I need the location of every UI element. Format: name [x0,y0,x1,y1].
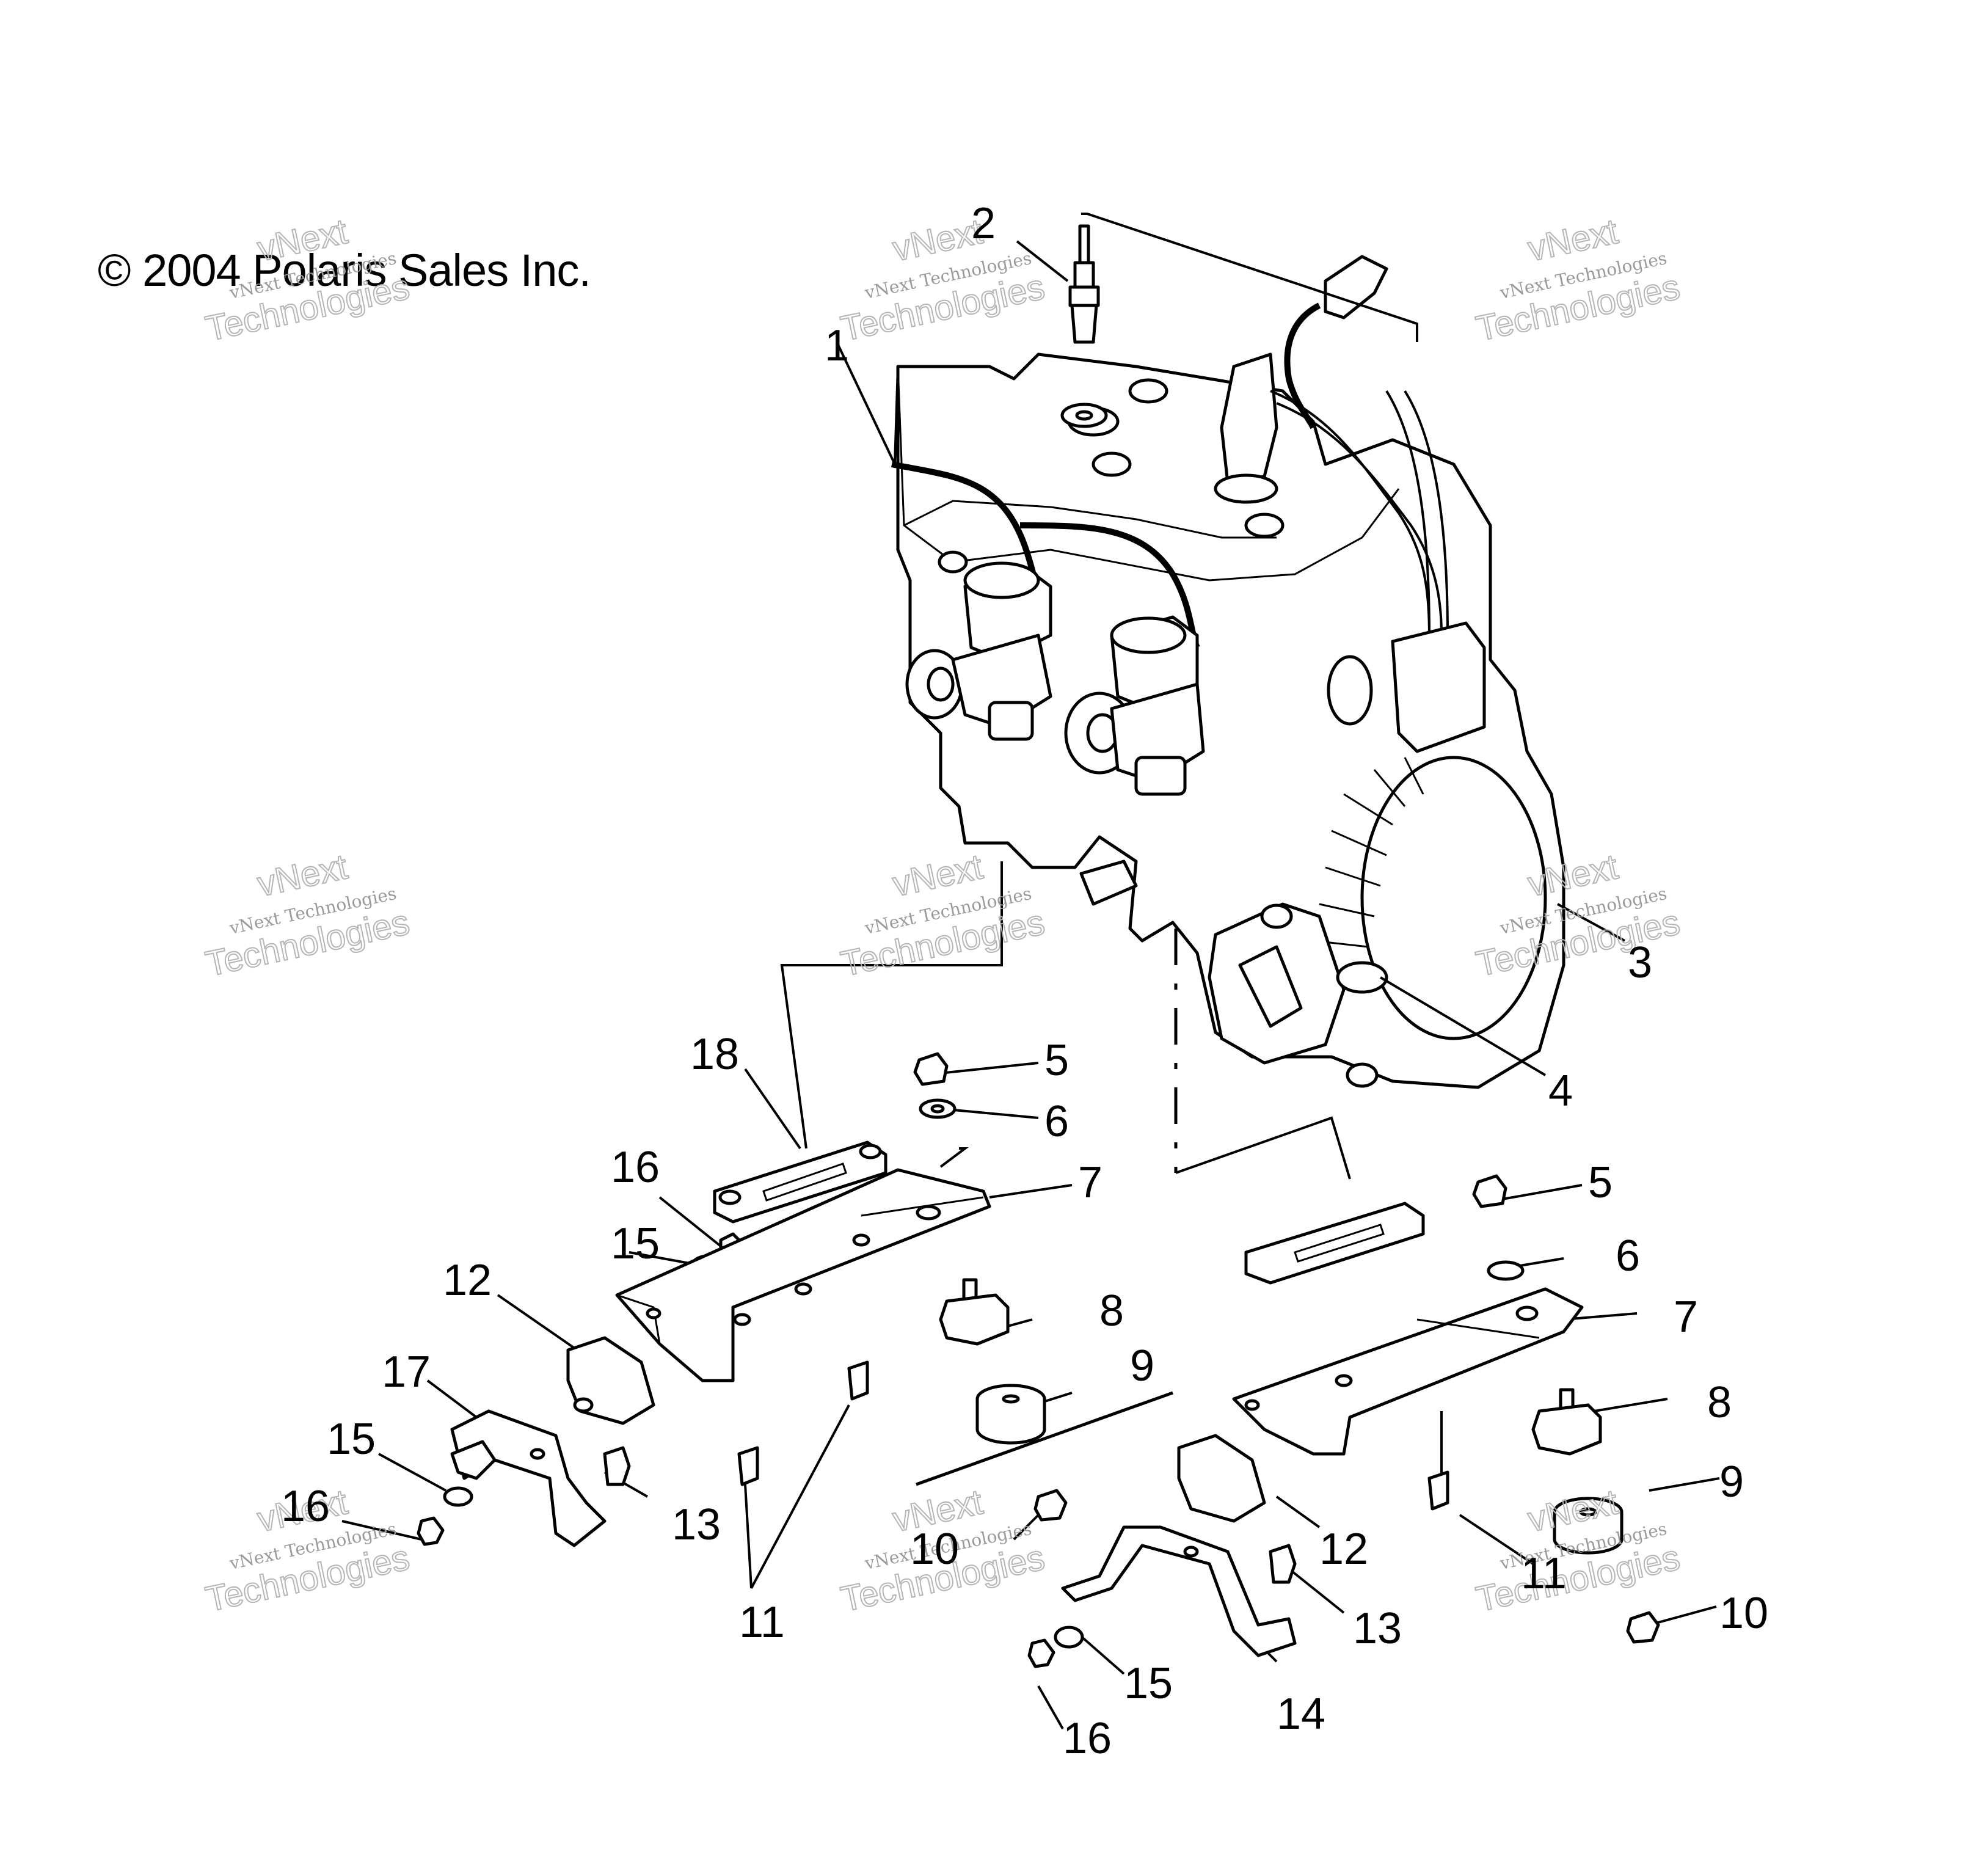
callout-14: 14 [1277,1690,1325,1739]
callout-13-right: 13 [1353,1604,1402,1653]
callout-13-left: 13 [672,1500,721,1549]
callout-10-right: 10 [1719,1589,1768,1638]
callout-numbers: 1 2 3 4 5 5 6 6 7 7 8 8 9 9 10 10 11 11 … [281,199,1768,1763]
callout-16-left-lower: 16 [281,1482,330,1531]
copyright-text: © 2004 Polaris Sales Inc. [98,245,591,296]
callout-7-left: 7 [1078,1158,1102,1207]
carburetor-right [1064,615,1205,796]
callout-10-left: 10 [910,1525,959,1574]
callout-15-left-lower: 15 [327,1415,376,1464]
left-mount-group [417,1052,1046,1547]
spark-plug [1060,224,1108,428]
callout-15-left-upper: 15 [611,1219,660,1268]
carburetor-left [905,561,1052,741]
callout-12-right: 12 [1319,1525,1368,1574]
callout-8-left: 8 [1099,1287,1124,1335]
callout-1: 1 [825,321,849,370]
callout-12-left: 12 [443,1256,492,1305]
callout-5-left: 5 [1044,1036,1069,1085]
callout-2: 2 [971,199,996,248]
callout-17: 17 [382,1348,431,1396]
right-mount-group [1027,1174,1660,1668]
callout-6-left: 6 [1044,1097,1069,1146]
callout-3: 3 [1628,938,1652,987]
callout-7-right: 7 [1674,1293,1698,1341]
callout-5-right: 5 [1588,1158,1613,1207]
callout-11-right: 11 [1521,1549,1567,1598]
callout-16-left-upper: 16 [611,1143,660,1192]
callout-15-right: 15 [1124,1659,1173,1708]
engine-assembly [891,352,1565,1089]
callout-11-left: 11 [739,1598,785,1647]
callout-4: 4 [1548,1067,1573,1115]
callout-6-right: 6 [1616,1232,1640,1280]
callout-18: 18 [690,1030,739,1079]
callout-9-right: 9 [1719,1458,1744,1506]
callout-9-left: 9 [1130,1341,1154,1390]
callout-8-right: 8 [1707,1378,1732,1427]
callout-16-right: 16 [1063,1714,1112,1763]
